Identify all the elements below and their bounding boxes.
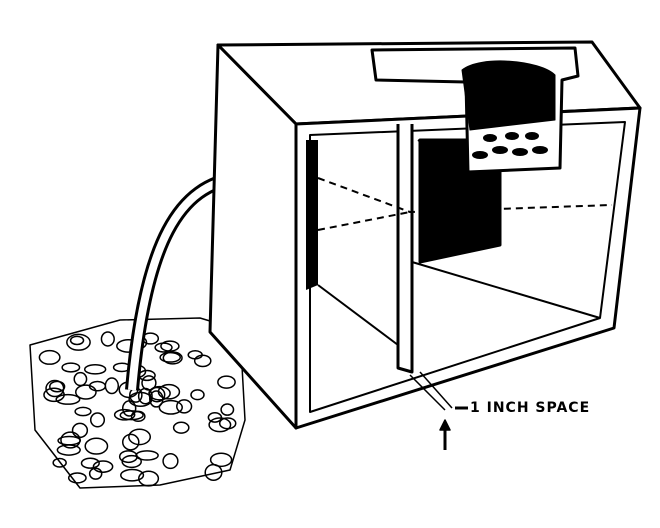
gravel-stone (121, 433, 140, 451)
gravel-stone (88, 380, 107, 392)
gravel-stone (162, 453, 179, 470)
gravel-stone (154, 342, 173, 353)
gravel-stone (128, 391, 153, 408)
gravel-stone (176, 399, 193, 414)
gravel-stone (66, 333, 91, 351)
gravel-stone (149, 390, 164, 408)
gravel-stone (80, 457, 100, 469)
gravel-stone (190, 389, 205, 401)
gravel-stone (89, 412, 106, 428)
gravel-stone (45, 379, 65, 398)
gravel-stone (121, 454, 142, 469)
space-label: 1 INCH SPACE (470, 400, 591, 416)
gravel-stone (137, 387, 153, 405)
gravel-stone (113, 408, 136, 421)
space-indicator (409, 371, 468, 450)
gravel-stone (172, 421, 190, 434)
gravel-bed (29, 317, 246, 489)
gravel-stone (204, 463, 223, 481)
gravel-stone (119, 410, 144, 421)
gravel-stone (162, 351, 183, 365)
gravel-stone (120, 468, 145, 482)
gravel-stone (38, 349, 61, 365)
box (208, 40, 642, 430)
gravel-stone (69, 335, 85, 346)
gravel-stone (84, 437, 109, 455)
gravel-stone (208, 417, 232, 433)
filter-tray (370, 46, 580, 174)
gravel-stone (193, 354, 212, 368)
gravel-stone (138, 470, 160, 487)
gravel-stone (135, 450, 159, 461)
gravel-stone (100, 331, 115, 347)
gravel-stone (75, 384, 97, 400)
gravel-stone (157, 383, 181, 400)
gravel-stone (67, 472, 87, 484)
gravel-stone (128, 428, 152, 446)
gravel-stone (55, 393, 81, 405)
gravel-stone (43, 387, 65, 403)
gravel-stone (61, 362, 81, 373)
gravel-stone (218, 417, 237, 430)
gravel-stone (92, 460, 114, 473)
gravel-stone (60, 431, 81, 449)
gravel-stone (52, 457, 67, 468)
gravel-stone (209, 452, 233, 468)
gravel-stone (88, 467, 103, 480)
gravel-stone (83, 364, 107, 375)
gravel-stone (217, 375, 236, 389)
gravel-stone (148, 385, 171, 401)
gravel-stone (220, 403, 235, 416)
gravel-stone (74, 406, 92, 417)
gravel-stone (73, 371, 88, 387)
divider-panel (396, 124, 414, 374)
filter-material (461, 60, 556, 131)
gravel-stone (158, 399, 183, 415)
gravel-stone (159, 351, 181, 363)
